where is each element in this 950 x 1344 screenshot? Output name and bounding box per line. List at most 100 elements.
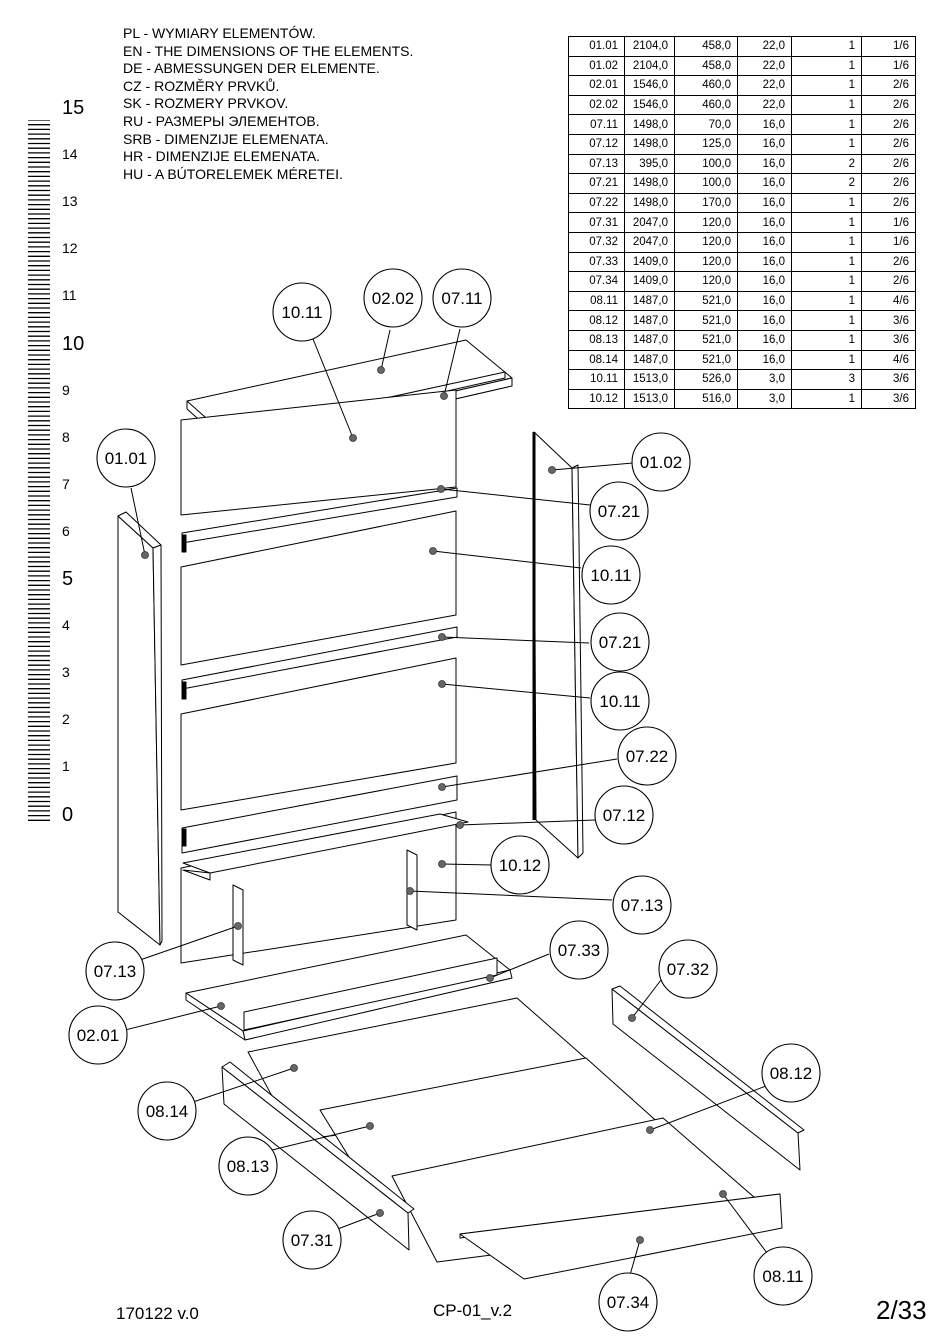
ruler-label: 0: [62, 803, 74, 826]
table-cell: 2/6: [861, 94, 916, 116]
callout-circle: [631, 432, 691, 492]
part-callout: 02.01: [68, 1005, 128, 1065]
table-cell: 16,0: [737, 173, 792, 194]
revision-code: 170122 v.0: [116, 1304, 199, 1323]
ruler-label: 2: [62, 711, 70, 728]
callout-circle: [363, 268, 423, 328]
callout-label: 07.13: [621, 896, 664, 915]
callout-label: 01.02: [640, 453, 683, 472]
part-callout: 07.31: [282, 1210, 342, 1270]
part-callout: 07.11: [432, 268, 492, 328]
table-cell: 01.01: [568, 36, 625, 57]
callout-label: 08.14: [146, 1102, 189, 1121]
part-callout: 07.33: [549, 920, 609, 980]
table-cell: 2/6: [861, 271, 916, 292]
ruler-label: 10: [62, 332, 85, 355]
callout-circle: [96, 428, 156, 488]
table-cell: 120,0: [674, 231, 738, 253]
part-callout: 08.11: [753, 1246, 813, 1306]
table-cell: 2/6: [861, 133, 916, 155]
callout-label: 07.34: [607, 1293, 650, 1312]
callout-label: 07.21: [599, 633, 642, 652]
table-cell: 460,0: [674, 75, 738, 96]
callout-label: 08.11: [762, 1267, 803, 1286]
callout-circle: [272, 282, 332, 342]
callout-circle: [594, 785, 654, 845]
ruler-label: 3: [62, 664, 70, 681]
callout-label: 07.22: [626, 747, 669, 766]
callout-circle: [761, 1043, 821, 1103]
table-cell: 170,0: [674, 192, 738, 214]
legend-line: PL - WYMIARY ELEMENTÓW.: [123, 25, 316, 41]
table-cell: 2047,0: [624, 231, 675, 253]
table-cell: 3/6: [861, 369, 916, 390]
table-cell: 1409,0: [624, 271, 675, 292]
rail-07-12-drawing: [182, 813, 469, 874]
ruler-label: 7: [62, 475, 70, 492]
callout-circle: [85, 941, 145, 1001]
ruler-label: 9: [62, 381, 70, 398]
callout-circle: [590, 612, 650, 672]
legend-line: EN - THE DIMENSIONS OF THE ELEMENTS.: [123, 42, 414, 59]
part-callout: 08.14: [137, 1081, 197, 1141]
ruler-label: 5: [62, 568, 74, 590]
table-cell: 2/6: [861, 114, 916, 135]
table-cell: 10.11: [568, 369, 625, 390]
part-callout: 10.11: [272, 282, 332, 342]
part-callout: 07.32: [658, 939, 718, 999]
table-cell: 1498,0: [624, 192, 675, 214]
table-cell: 01.02: [568, 55, 625, 77]
rail-07-31-drawing: [221, 1061, 415, 1251]
callout-label: 02.02: [372, 289, 415, 308]
callout-circle: [581, 545, 641, 605]
callout-circle: [282, 1210, 342, 1270]
callout-label: 07.32: [667, 960, 710, 979]
back-slot-marks: [181, 534, 187, 847]
callout-label: 07.13: [94, 962, 137, 981]
part-markers: [141, 366, 727, 1244]
table-cell: 08.11: [568, 290, 625, 312]
table-cell: 16,0: [737, 329, 792, 351]
ruler-label: 4: [62, 617, 70, 634]
ruler-label: 13: [62, 193, 78, 210]
part-callout: 07.21: [589, 481, 649, 541]
part-callout: 08.13: [218, 1136, 278, 1196]
callout-label: 07.21: [598, 502, 641, 521]
callout-circle: [598, 1272, 658, 1332]
legend-line: DE - ABMESSUNGEN DER ELEMENTE.: [123, 60, 380, 77]
table-cell: 2/6: [861, 153, 916, 175]
callout-circle: [137, 1081, 197, 1141]
callout-circle: [218, 1136, 278, 1196]
callout-label: 10.11: [590, 566, 631, 585]
table-cell: 3,0: [737, 388, 792, 410]
table-cell: 1: [791, 388, 862, 410]
part-callout: 07.13: [612, 875, 672, 935]
bottom-panel-drawing: [185, 934, 513, 1041]
table-cell: 02.01: [568, 75, 625, 96]
scale-ruler: [28, 120, 50, 821]
table-cell: 10.12: [568, 388, 625, 410]
ruler-label: 14: [62, 146, 78, 163]
part-callout: 10.11: [590, 671, 650, 731]
part-callout: 07.34: [598, 1272, 658, 1332]
table-cell: 07.22: [568, 192, 625, 214]
legend-line: SRB - DIMENZIJE ELEMENATA.: [123, 130, 329, 147]
table-cell: 100,0: [674, 153, 738, 175]
part-callout: 10.11: [581, 545, 641, 605]
callout-label: 07.12: [603, 806, 646, 825]
part-callout: 01.01: [96, 428, 156, 488]
callout-circle: [612, 875, 672, 935]
callout-label: 08.13: [227, 1157, 270, 1176]
table-cell: 1/6: [861, 55, 916, 77]
ruler-label: 15: [62, 97, 85, 119]
